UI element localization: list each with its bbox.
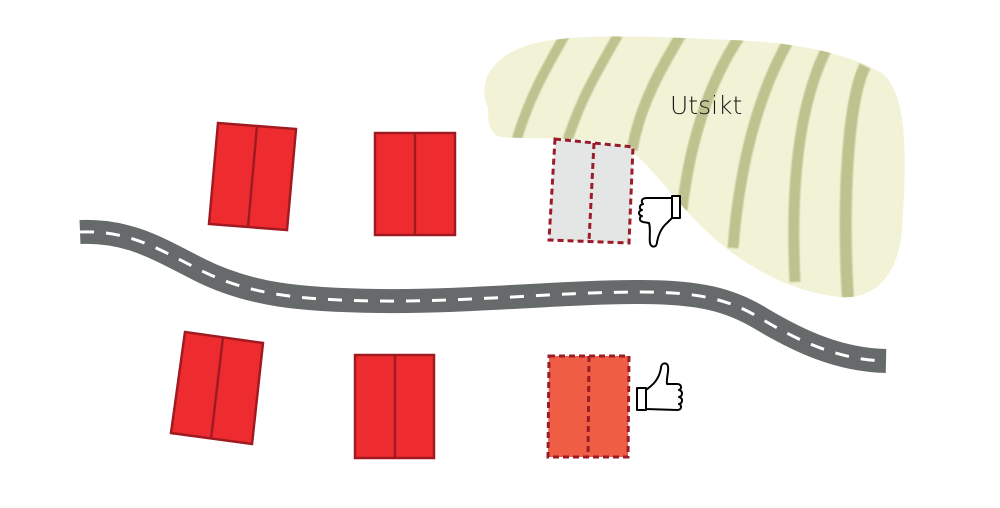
proposal-ridge-line: [586, 355, 591, 458]
road-surface: [79, 219, 887, 373]
thumbs-up-icon: [636, 362, 683, 411]
hill-label-utsikt: Utsikt: [670, 91, 742, 120]
house-ridge-line: [246, 125, 259, 228]
house-top-left: [207, 121, 298, 232]
road: [79, 219, 887, 373]
proposal-footprint: [547, 137, 635, 245]
house-bottom-left: [169, 330, 265, 446]
thumbs-down-icon: [638, 195, 681, 248]
house-bottom-middle: [353, 353, 436, 460]
proposal-good: [546, 354, 631, 459]
view-hillside: Utsikt: [484, 36, 905, 298]
hillside-contour-stripes: [511, 36, 871, 298]
house-top-middle: [373, 131, 457, 237]
proposal-blocking-view: [547, 137, 635, 245]
house-ridge-line: [209, 336, 225, 440]
proposal-ridge-line: [587, 142, 596, 242]
hillside-area: [484, 36, 905, 298]
